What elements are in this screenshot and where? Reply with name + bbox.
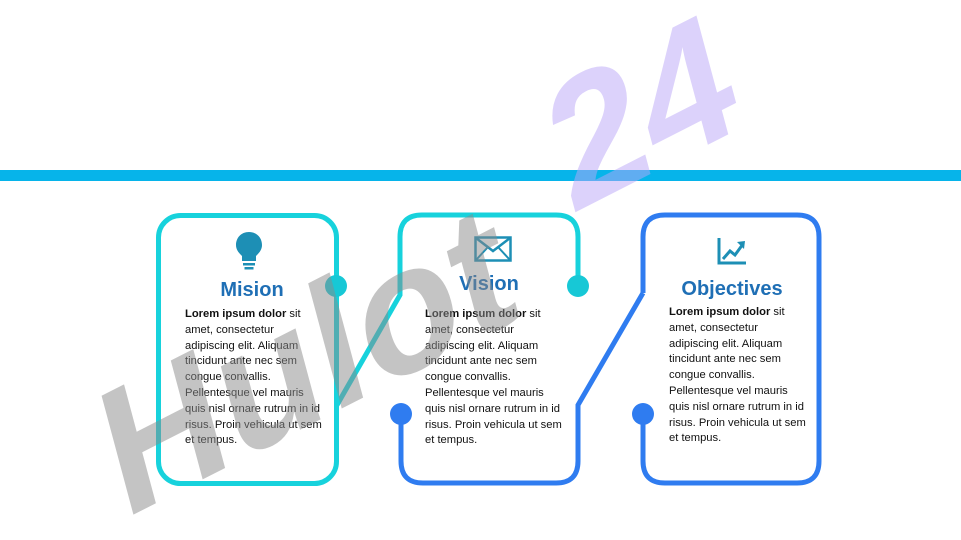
card-body-bold: Lorem ipsum dolor (185, 308, 287, 320)
connector-dot-mision (325, 275, 347, 297)
top-divider-bar (0, 170, 961, 181)
connector-dot-vision-right (567, 275, 589, 297)
card-title-mision: Mision (220, 279, 284, 301)
card-body-text: sit amet, consectetur adipiscing elit. A… (425, 308, 562, 447)
card-body-bold: Lorem ipsum dolor (669, 306, 771, 318)
card-title-vision: Vision (459, 273, 519, 295)
card-body-bold: Lorem ipsum dolor (425, 308, 527, 320)
card-frame-vision-upper (334, 212, 581, 407)
growth-chart-icon (717, 238, 746, 265)
card-title-objectives: Objectives (681, 278, 783, 300)
card-frame-objectives (640, 212, 822, 486)
connector-dot-objectives (632, 403, 654, 425)
lightbulb-icon (236, 232, 262, 270)
envelope-icon (474, 236, 512, 262)
connector-dot-vision-left (390, 403, 412, 425)
card-body-vision: Lorem ipsum dolor sit amet, consectetur … (425, 307, 565, 449)
card-body-text: sit amet, consectetur adipiscing elit. A… (185, 308, 322, 447)
card-frame-mision (156, 213, 339, 486)
card-frame-vision-lower (398, 291, 646, 486)
card-body-mision: Lorem ipsum dolor sit amet, consectetur … (185, 307, 325, 449)
card-body-text: sit amet, consectetur adipiscing elit. A… (669, 306, 806, 445)
card-body-objectives: Lorem ipsum dolor sit amet, consectetur … (669, 305, 809, 447)
